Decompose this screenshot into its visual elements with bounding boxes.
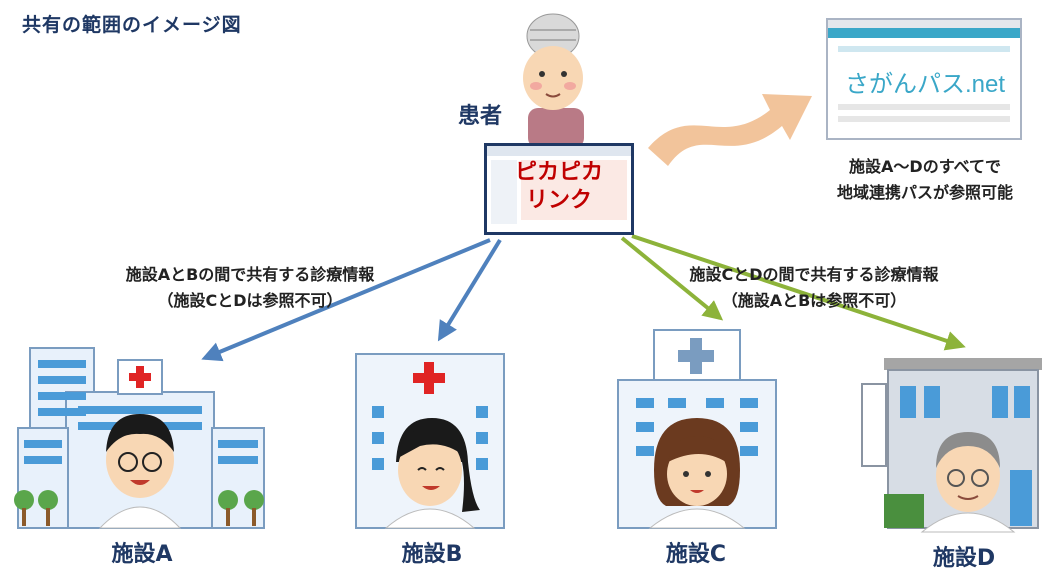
facility-c-label: 施設C	[665, 542, 727, 567]
facility-a-building	[14, 347, 265, 529]
web-caption-line2: 地域連携パスが参照可能	[836, 183, 1013, 202]
pika-title-line1: ピカピカ	[514, 160, 603, 185]
big-curved-arrow	[648, 94, 812, 166]
pika-sidebar	[491, 160, 517, 224]
sagan-pass-name: さがんパス.net	[844, 71, 1006, 98]
facility-d-label: 施設D	[932, 546, 996, 571]
pika-content-area	[521, 160, 627, 220]
net-row-1	[838, 46, 1010, 52]
pika-link-screenshot: ピカピカ リンク	[484, 143, 634, 235]
facility-d-building	[861, 358, 1042, 533]
net-row-2	[838, 104, 1010, 110]
patient-label: 患者	[458, 104, 503, 129]
arrow-to-facility-c	[620, 236, 724, 321]
facility-a-label: 施設A	[111, 542, 173, 567]
sagan-pass-screenshot: さがんパス.net	[826, 18, 1022, 140]
arrow-to-facility-a	[201, 238, 491, 362]
web-caption-line1: 施設A～Dのすべてで	[849, 157, 1001, 176]
facility-c-building	[617, 329, 777, 529]
facility-b-label: 施設B	[401, 542, 463, 567]
left-info-line1: 施設AとBの間で共有する診療情報	[125, 265, 375, 284]
pika-window-bar	[487, 146, 631, 156]
net-header-bar	[828, 28, 1020, 38]
right-info-line2: （施設AとBは参照不可）	[721, 291, 907, 310]
left-info-line2: （施設CとDは参照不可）	[157, 291, 343, 310]
patient-illustration	[523, 13, 584, 148]
right-info-line1: 施設CとDの間で共有する診療情報	[689, 265, 939, 284]
arrow-to-facility-d	[631, 234, 966, 351]
page-title: 共有の範囲のイメージ図	[22, 14, 242, 36]
facility-b-building	[355, 353, 505, 529]
pika-title-line2: リンク	[525, 188, 592, 213]
net-window-bar	[828, 20, 1020, 28]
net-row-3	[838, 116, 1010, 122]
arrow-to-facility-b	[437, 238, 502, 342]
